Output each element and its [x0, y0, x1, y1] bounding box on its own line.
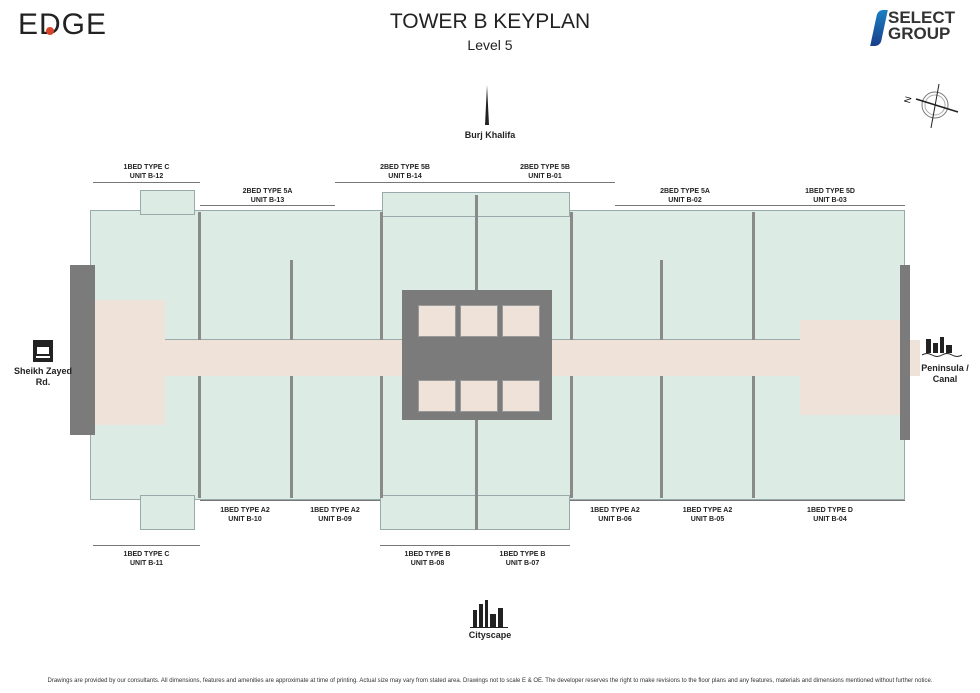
unit-b12-balcony [140, 190, 195, 215]
disclaimer: Drawings are provided by our consultants… [47, 678, 933, 684]
lift [460, 305, 498, 337]
burj-khalifa-icon [485, 85, 489, 125]
landmark-right: Peninsula / Canal [921, 363, 969, 384]
right-stair-core [800, 320, 900, 415]
unit-b11-balcony [140, 495, 195, 530]
level-label: Level 5 [467, 37, 513, 53]
page-title: TOWER B KEYPLAN [389, 10, 591, 33]
left-wall [70, 265, 95, 435]
left-stair-core [95, 300, 165, 425]
landmark-top: Burj Khalifa [464, 130, 516, 140]
cityscape-icon [470, 600, 508, 628]
right-wall [900, 265, 910, 440]
canal-skyline-icon [922, 337, 962, 357]
lift [502, 305, 540, 337]
svg-text:N: N [902, 95, 913, 104]
landmark-bottom: Cityscape [468, 630, 512, 640]
edge-logo: EDGE [18, 8, 108, 41]
landmark-left: Sheikh Zayed Rd. [13, 366, 73, 387]
lift [502, 380, 540, 412]
road-car-icon [33, 340, 53, 362]
lift [418, 380, 456, 412]
compass-icon: N [902, 83, 959, 129]
lift [460, 380, 498, 412]
lift [418, 305, 456, 337]
